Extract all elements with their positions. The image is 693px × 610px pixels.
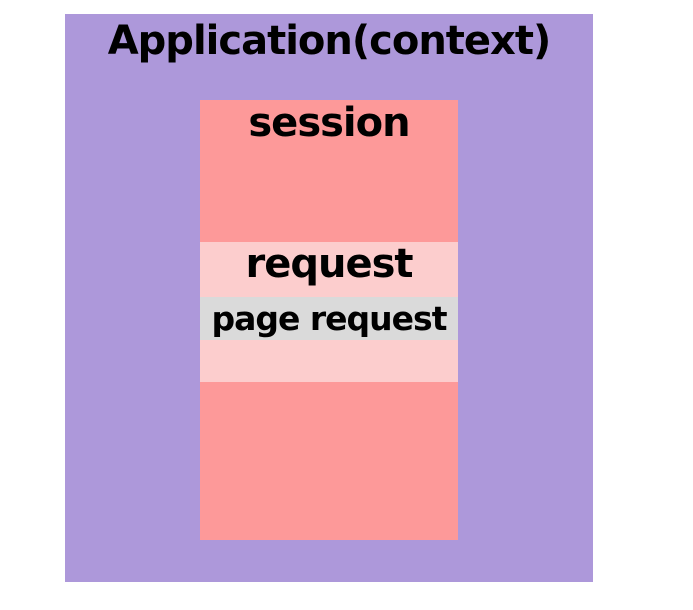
page-request-scope-label: page request [211, 299, 448, 338]
session-scope-box: session request page request [200, 100, 458, 540]
application-scope-title: Application(context) [107, 18, 552, 64]
request-scope-box: request page request [200, 241, 458, 382]
request-scope-label: request [245, 241, 413, 287]
page-request-scope-band: page request [200, 297, 458, 340]
session-scope-label: session [248, 100, 410, 146]
application-scope-box: Application(context) session request pag… [65, 14, 593, 582]
